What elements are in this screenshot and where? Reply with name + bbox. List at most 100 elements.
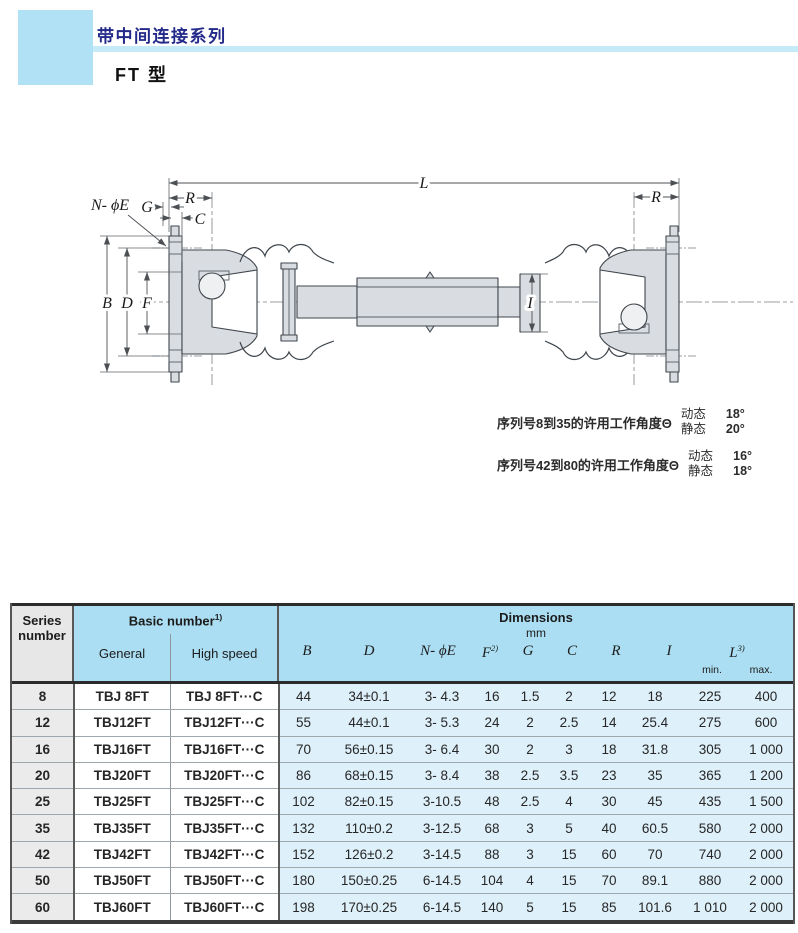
cell-dim-5: 2: [549, 684, 589, 711]
angle-note-2-text: 序列号42到80的许用工作角度Θ: [497, 457, 680, 473]
col-header-F: F2): [481, 643, 499, 661]
cell-series-number: 8: [12, 684, 75, 711]
cell-dim-0: 102: [279, 788, 327, 816]
cell-dim-9: 2 000: [739, 893, 793, 923]
cell-dim-0: 86: [279, 762, 327, 790]
cell-high-speed: TBJ16FT···C: [170, 736, 280, 763]
cell-dim-6: 30: [589, 788, 629, 816]
cell-high-speed: TBJ25FT···C: [170, 788, 280, 816]
cell-dim-0: 44: [279, 684, 327, 711]
cell-dim-3: 88: [473, 841, 511, 869]
cell-dim-9: 2 000: [739, 814, 793, 842]
cell-dim-0: 55: [279, 709, 327, 737]
cell-general: TBJ 8FT: [74, 684, 171, 711]
cell-dim-5: 4: [549, 788, 589, 816]
cell-series-number: 60: [12, 893, 75, 923]
cell-dim-3: 104: [473, 867, 511, 895]
cell-series-number: 20: [12, 762, 75, 790]
cell-dim-7: 70: [629, 841, 681, 869]
cell-dim-8: 305: [681, 736, 739, 763]
cell-dim-1: 110±0.2: [327, 814, 411, 842]
cell-dim-9: 2 000: [739, 867, 793, 895]
cell-dim-0: 180: [279, 867, 327, 895]
cell-high-speed: TBJ35FT···C: [170, 814, 280, 842]
unit-label: mm: [526, 626, 546, 640]
cell-general: TBJ25FT: [74, 788, 171, 816]
cell-dim-5: 15: [549, 841, 589, 869]
cell-dim-3: 16: [473, 684, 511, 711]
telescoping-shaft: [296, 271, 541, 333]
cell-dim-9: 400: [739, 684, 793, 711]
cell-dim-7: 18: [629, 684, 681, 711]
cell-dim-4: 5: [511, 893, 549, 923]
cell-high-speed: TBJ42FT···C: [170, 841, 280, 869]
dimension-annotations: L R R G C N- ϕE B D F: [87, 172, 680, 373]
cell-dim-8: 365: [681, 762, 739, 790]
dynamic-value: 16°: [733, 449, 753, 463]
cell-dim-6: 60: [589, 841, 629, 869]
cell-high-speed: TBJ20FT···C: [170, 762, 280, 790]
cell-dim-8: 225: [681, 684, 739, 711]
cell-dim-6: 23: [589, 762, 629, 790]
cell-dim-3: 48: [473, 788, 511, 816]
cell-dim-8: 880: [681, 867, 739, 895]
cell-series-number: 25: [12, 788, 75, 816]
angle-note-1-text: 序列号8到35的许用工作角度Θ: [497, 415, 672, 431]
cell-dim-2: 3-12.5: [411, 814, 473, 842]
col-header-G: G: [522, 643, 534, 659]
cell-dim-2: 3- 6.4: [411, 736, 473, 763]
col-header-dimensions-group: Dimensions mm B D N- ϕE F2) G C R I L3) …: [279, 606, 793, 681]
cell-dim-3: 24: [473, 709, 511, 737]
cell-dim-8: 1 010: [681, 893, 739, 923]
dim-label-F: F: [141, 295, 152, 312]
cell-dim-5: 2.5: [549, 709, 589, 737]
cell-dim-7: 25.4: [629, 709, 681, 737]
cell-dim-5: 3: [549, 736, 589, 763]
cell-dim-5: 3.5: [549, 762, 589, 790]
col-header-C: C: [566, 643, 578, 659]
cell-dim-7: 101.6: [629, 893, 681, 923]
cell-high-speed: TBJ50FT···C: [170, 867, 280, 895]
static-value: 18°: [733, 464, 753, 478]
technical-drawing: L R R G C N- ϕE B D F: [87, 172, 793, 385]
cell-dim-3: 68: [473, 814, 511, 842]
dimensions-table: Series number Basic number1) General Hig…: [10, 603, 795, 924]
col-header-N-phiE: N- ϕE: [420, 643, 456, 659]
cell-dim-1: 126±0.2: [327, 841, 411, 869]
cell-dim-6: 40: [589, 814, 629, 842]
col-header-general: General: [98, 646, 146, 661]
dim-label-L: L: [419, 175, 429, 192]
cell-general: TBJ50FT: [74, 867, 171, 895]
table-header: Series number Basic number1) General Hig…: [12, 603, 793, 684]
cell-dim-2: 3- 5.3: [411, 709, 473, 737]
cell-dim-6: 70: [589, 867, 629, 895]
cell-dim-8: 740: [681, 841, 739, 869]
cell-dim-1: 68±0.15: [327, 762, 411, 790]
cell-dim-5: 15: [549, 867, 589, 895]
dim-label-N-phiE: N- ϕE: [90, 197, 129, 214]
col-header-D: D: [363, 643, 375, 659]
cell-high-speed: TBJ12FT···C: [170, 709, 280, 737]
cell-general: TBJ42FT: [74, 841, 171, 869]
left-flange-yoke: [168, 225, 335, 383]
col-header-R: R: [611, 643, 621, 659]
cell-series-number: 42: [12, 841, 75, 869]
cell-dim-6: 85: [589, 893, 629, 923]
cell-dim-8: 580: [681, 814, 739, 842]
col-header-basic-number-group: Basic number1) General High speed: [74, 606, 279, 681]
cell-dim-1: 34±0.1: [327, 684, 411, 711]
cell-general: TBJ60FT: [74, 893, 171, 923]
cell-dim-8: 435: [681, 788, 739, 816]
cell-dim-9: 1 000: [739, 736, 793, 763]
cell-dim-2: 3-14.5: [411, 841, 473, 869]
cell-dim-7: 35: [629, 762, 681, 790]
dim-label-D: D: [120, 295, 133, 312]
